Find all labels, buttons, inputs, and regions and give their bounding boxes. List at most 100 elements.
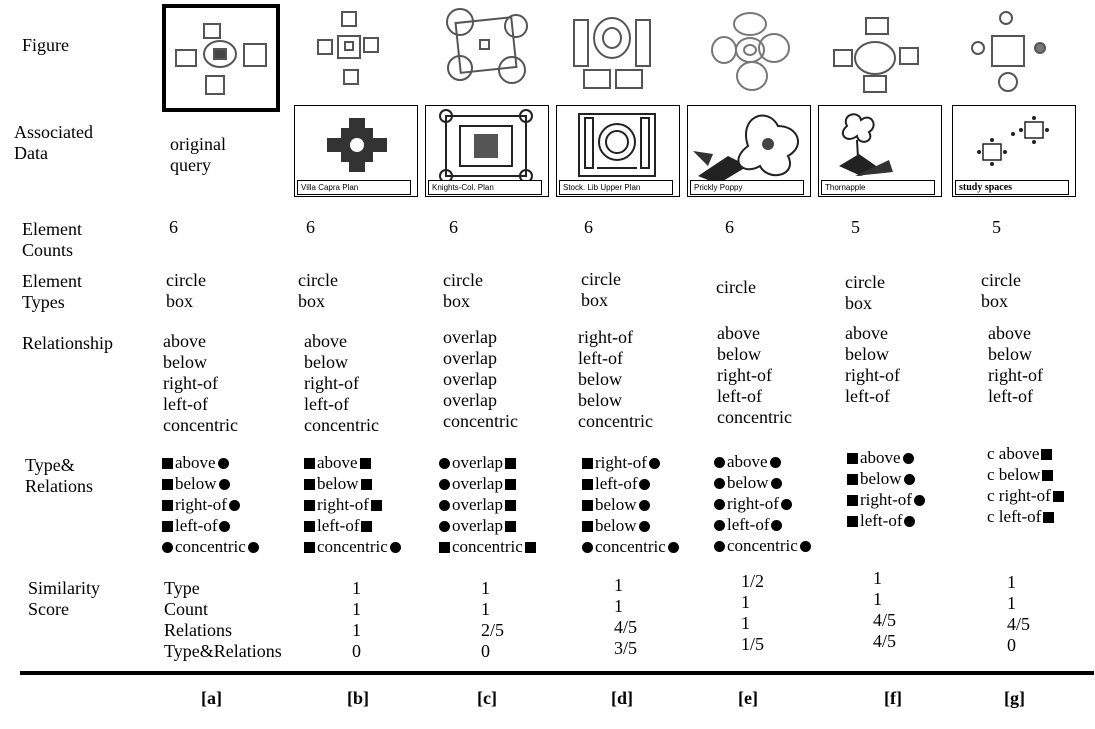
- similarity-g: 1 1 4/5 0: [1007, 572, 1031, 655]
- column-label-c: [c]: [477, 688, 497, 708]
- thornapple-image: [839, 113, 893, 177]
- circle-marker-icon: [218, 479, 230, 490]
- relation-text: right-of: [998, 486, 1051, 505]
- circle-marker-icon: [780, 499, 792, 510]
- square-marker-icon: [504, 521, 516, 532]
- type-relation-line: above: [302, 452, 403, 473]
- square-marker-icon: [582, 521, 593, 532]
- row-label-element-types: Element Types: [22, 271, 82, 312]
- types-a: circle box: [166, 270, 206, 311]
- type-relation-line: overlap: [437, 494, 538, 515]
- count-e: 6: [725, 217, 734, 237]
- relationship-e: above below right-of left-of concentric: [717, 323, 792, 427]
- relation-text: below: [727, 473, 769, 492]
- square-marker-icon: [847, 516, 858, 527]
- square-marker-icon: [162, 458, 173, 469]
- square-marker-icon: [304, 458, 315, 469]
- row-label-figure: Figure: [22, 35, 69, 55]
- square-marker-icon: [1043, 512, 1055, 523]
- relation-text: above: [727, 452, 768, 471]
- relation-text: below: [595, 495, 637, 514]
- count-b: 6: [306, 217, 315, 237]
- circle-marker-icon: [639, 479, 651, 490]
- villa-plan-image: [327, 118, 387, 172]
- square-marker-icon: [1041, 449, 1053, 460]
- relation-text: below: [595, 516, 637, 535]
- count-g: 5: [992, 217, 1001, 237]
- similarity-d: 1 1 4/5 3/5: [614, 575, 638, 658]
- relation-text: concentric: [452, 537, 523, 556]
- type-relation-line: overlap: [437, 473, 538, 494]
- thumbnail-caption: Villa Capra Plan: [297, 180, 411, 195]
- type-letter: c: [987, 486, 999, 505]
- relation-text: left-of: [860, 511, 903, 530]
- square-marker-icon: [1042, 470, 1054, 481]
- relation-text: left-of: [727, 515, 770, 534]
- relationship-a: above below right-of left-of concentric: [163, 331, 238, 435]
- square-marker-icon: [504, 458, 516, 469]
- relation-text: concentric: [727, 536, 798, 555]
- relation-text: left-of: [998, 507, 1042, 526]
- column-label-g: [g]: [1004, 688, 1025, 708]
- type-relation-line: concentric: [580, 536, 681, 557]
- sketch-g: [971, 11, 1046, 92]
- square-marker-icon: [360, 479, 372, 490]
- circle-marker-icon: [648, 458, 660, 469]
- circle-marker-icon: [714, 541, 725, 552]
- square-marker-icon: [847, 495, 858, 506]
- count-c: 6: [449, 217, 458, 237]
- square-marker-icon: [304, 500, 315, 511]
- type-relation-line: above: [160, 452, 261, 473]
- circle-marker-icon: [904, 516, 916, 527]
- type-relation-line: c above: [987, 443, 1066, 464]
- square-marker-icon: [304, 479, 315, 490]
- circle-marker-icon: [439, 500, 450, 511]
- similarity-b: 1 1 1 0: [352, 578, 361, 661]
- circle-marker-icon: [219, 521, 231, 532]
- row-label-associated-data: Associated Data: [14, 122, 93, 163]
- original-query-text: original query: [170, 134, 226, 175]
- column-label-f: [f]: [884, 688, 902, 708]
- type-relation-line: c below: [987, 464, 1066, 485]
- type-relation-line: concentric: [437, 536, 538, 557]
- circle-marker-icon: [217, 458, 229, 469]
- circle-marker-icon: [714, 457, 725, 468]
- relationship-g: above below right-of left-of: [988, 323, 1043, 406]
- circle-marker-icon: [903, 474, 915, 485]
- relation-text: right-of: [595, 453, 647, 472]
- relation-text: below: [317, 474, 359, 493]
- relation-text: overlap: [452, 474, 503, 493]
- relationship-b: above below right-of left-of concentric: [304, 331, 379, 435]
- square-marker-icon: [439, 542, 450, 553]
- square-marker-icon: [582, 500, 593, 511]
- count-f: 5: [851, 217, 860, 237]
- square-marker-icon: [582, 479, 593, 490]
- similarity-c: 1 1 2/5 0: [481, 578, 505, 661]
- sketch-f: [833, 17, 919, 93]
- square-marker-icon: [359, 458, 371, 469]
- relation-text: below: [860, 469, 902, 488]
- type-relation-line: c left-of: [987, 506, 1066, 527]
- square-marker-icon: [361, 521, 373, 532]
- circle-marker-icon: [902, 453, 914, 464]
- type-relation-line: right-of: [580, 452, 681, 473]
- type-relation-line: left-of: [580, 473, 681, 494]
- square-marker-icon: [504, 500, 516, 511]
- relation-text: left-of: [175, 516, 218, 535]
- stockholm-library-image: [578, 113, 656, 177]
- type-relation-line: above: [712, 451, 813, 472]
- square-marker-icon: [162, 500, 173, 511]
- relation-text: left-of: [317, 516, 360, 535]
- thumbnail-c: Knights-Col. Plan: [425, 105, 549, 197]
- types-g: circle box: [981, 270, 1021, 311]
- types-c: circle box: [443, 270, 483, 311]
- column-label-a: [a]: [201, 688, 222, 708]
- column-label-e: [e]: [738, 688, 758, 708]
- circle-marker-icon: [439, 521, 450, 532]
- count-a: 6: [169, 217, 178, 237]
- circle-marker-icon: [439, 479, 450, 490]
